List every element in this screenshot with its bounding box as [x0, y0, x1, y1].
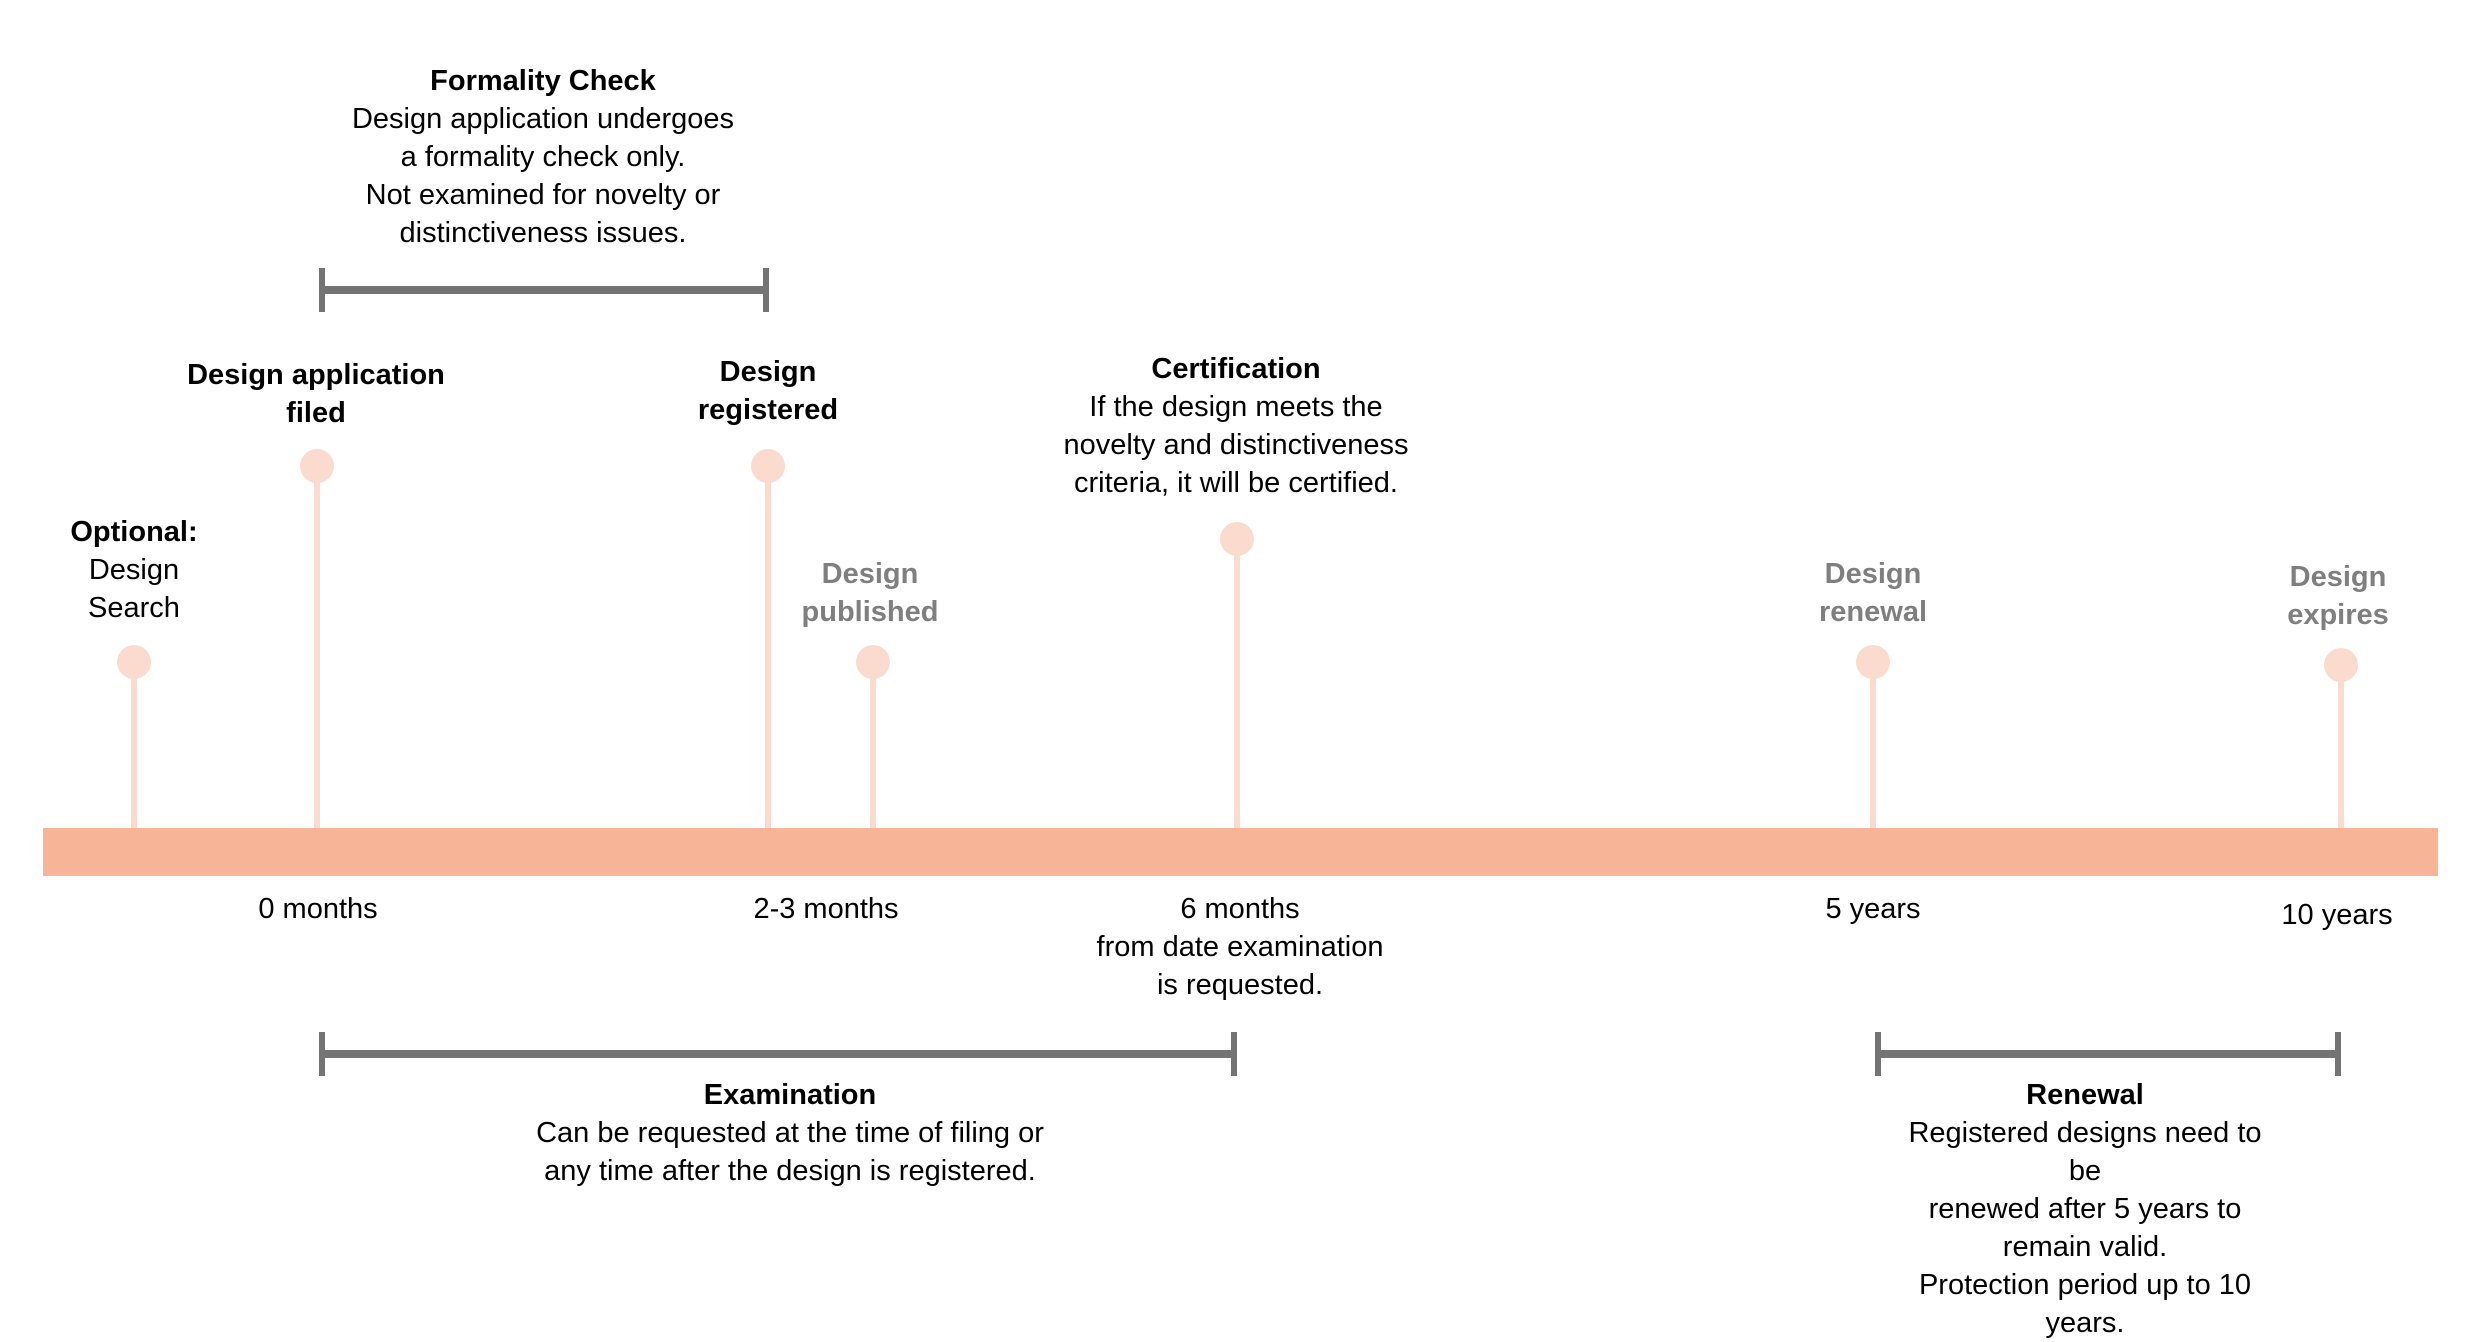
period-title: Formality Check: [430, 65, 656, 97]
tick-6-months: 6 months from date examination is reques…: [1096, 893, 1384, 1001]
milestone-title: Design application filed: [187, 359, 445, 429]
tick-2-3-months: 2-3 months: [753, 893, 899, 925]
tick-10-years: 10 years: [2281, 899, 2393, 931]
timeline-graphic: [43, 268, 2438, 1076]
milestone-design-published: Design published: [802, 555, 939, 631]
pin-design-renewal-dot: [1856, 645, 1890, 679]
milestone-description: Design Search: [88, 554, 180, 624]
period-formality-check: Formality Check Design application under…: [352, 62, 734, 252]
period-renewal: Renewal Registered designs need to be re…: [1890, 1076, 2281, 1342]
period-title: Renewal: [2026, 1079, 2144, 1111]
milestone-description: If the design meets the novelty and dist…: [1063, 391, 1409, 499]
tick-5-years: 5 years: [1825, 893, 1921, 925]
pin-certification-dot: [1220, 522, 1254, 556]
milestone-title: Design renewal: [1819, 558, 1927, 628]
pin-design-expires-dot: [2324, 648, 2358, 682]
timeline-axis: [43, 828, 2438, 876]
milestone-design-registered: Design registered: [698, 353, 838, 429]
milestone-application-filed: Design application filed: [187, 356, 445, 432]
pin-design-published-dot: [856, 645, 890, 679]
tick-0-months: 0 months: [258, 893, 378, 925]
milestone-title: Optional:: [70, 516, 198, 548]
pin-application-filed-dot: [300, 449, 334, 483]
timeline-diagram: Formality Check Design application under…: [43, 62, 2438, 1339]
milestone-title: Design registered: [697, 356, 839, 426]
period-title: Examination: [703, 1079, 877, 1111]
period-description: Design application undergoes a formality…: [351, 103, 735, 249]
milestone-title: Design expires: [2287, 561, 2389, 631]
period-description: Registered designs need to be renewed af…: [1908, 1117, 2262, 1339]
milestone-certification: Certification If the design meets the no…: [1064, 350, 1409, 502]
period-description: Can be requested at the time of filing o…: [536, 1117, 1044, 1187]
pin-design-search-dot: [117, 645, 151, 679]
milestone-title: Design published: [801, 558, 939, 628]
milestone-design-expires: Design expires: [2287, 558, 2389, 634]
period-examination: Examination Can be requested at the time…: [536, 1076, 1044, 1190]
milestone-title: Certification: [1151, 353, 1321, 385]
pin-design-registered-dot: [751, 449, 785, 483]
milestone-design-renewal: Design renewal: [1819, 555, 1927, 631]
milestone-design-search: Optional: Design Search: [70, 513, 197, 627]
